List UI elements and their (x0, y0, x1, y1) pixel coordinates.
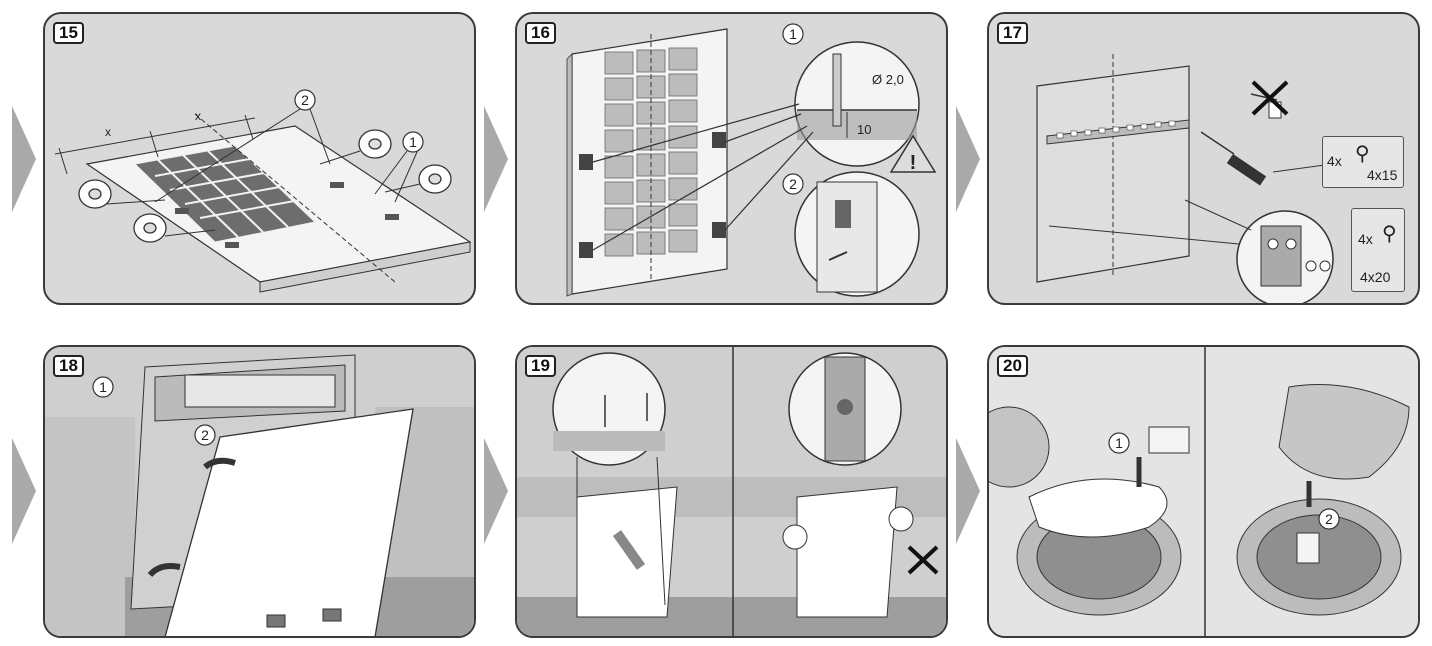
step-number: 20 (997, 355, 1028, 377)
step-number: 18 (53, 355, 84, 377)
screw-spec-4x15: 4x ⚲ 4x15 (1322, 136, 1404, 188)
step-number: 15 (53, 22, 84, 44)
callout-2: 2 (789, 176, 797, 192)
flow-arrow-18-19 (484, 438, 508, 544)
drill-diameter: Ø 2,0 (872, 72, 904, 87)
dim-x-1: x (105, 125, 111, 139)
screw-qty: 4x (1358, 231, 1373, 247)
door-panel (164, 408, 414, 636)
callout-2: 2 (201, 427, 209, 443)
warning-mark: ! (910, 152, 917, 174)
not-allowed-icon (907, 545, 939, 575)
step-20-panel: 20 1 2 (987, 345, 1420, 638)
callout-1: 1 (789, 26, 797, 42)
callout-1: 1 (1115, 435, 1123, 451)
screwdriver-icon (1226, 154, 1267, 186)
tape-roll-icon (78, 129, 452, 243)
screw-icon: ⚲ (1355, 143, 1370, 165)
step-16-panel: 16 Ø 2,0 10 1 (515, 12, 948, 305)
dim-x-2: x (195, 109, 201, 123)
step-number: 19 (525, 355, 556, 377)
step-number: 16 (525, 22, 556, 44)
filter-cap (1278, 384, 1410, 480)
step-15-panel: 15 x x (43, 12, 476, 305)
callout-1: 1 (99, 379, 107, 395)
flow-arrow-16-17 (956, 106, 980, 212)
flow-arrow-19-20 (956, 438, 980, 544)
screw-qty: 4x (1327, 153, 1342, 169)
callout-1: 1 (409, 134, 417, 150)
callout-circle-2 (294, 89, 316, 111)
callout-2: 2 (301, 92, 309, 108)
screw-spec-4x20: 4x ⚲ 4x20 (1351, 208, 1405, 292)
flow-arrow-row1 (12, 106, 36, 212)
screw-size: 4x20 (1360, 269, 1391, 285)
step-18-panel: 18 1 2 (43, 345, 476, 638)
drill-depth: 10 (857, 122, 871, 137)
step-17-panel: 17 4x ⚲ 4x15 4x ⚲ 4x20 (987, 12, 1420, 305)
flow-arrow-15-16 (484, 106, 508, 212)
warning-icon (889, 134, 937, 173)
screw-icon: ⚲ (1382, 223, 1397, 245)
callout-circle-1 (402, 131, 424, 153)
not-allowed-icon (1251, 80, 1289, 116)
step-17-illustration (1036, 54, 1370, 303)
filter-cover (1028, 478, 1168, 538)
flow-arrow-row2 (12, 438, 36, 544)
step-number: 17 (997, 22, 1028, 44)
step-20-illustration: 1 2 (989, 347, 1418, 636)
callout-2: 2 (1325, 511, 1333, 527)
step-19-illustration (517, 347, 946, 636)
detail-circle-drill (794, 41, 920, 167)
screw-size: 4x15 (1367, 167, 1398, 183)
step-18-illustration: 1 2 (45, 347, 474, 636)
step-16-illustration: Ø 2,0 10 1 ! 2 (566, 23, 937, 297)
step-19-panel: 19 (515, 345, 948, 638)
step-15-illustration: x x 2 1 (54, 89, 472, 293)
